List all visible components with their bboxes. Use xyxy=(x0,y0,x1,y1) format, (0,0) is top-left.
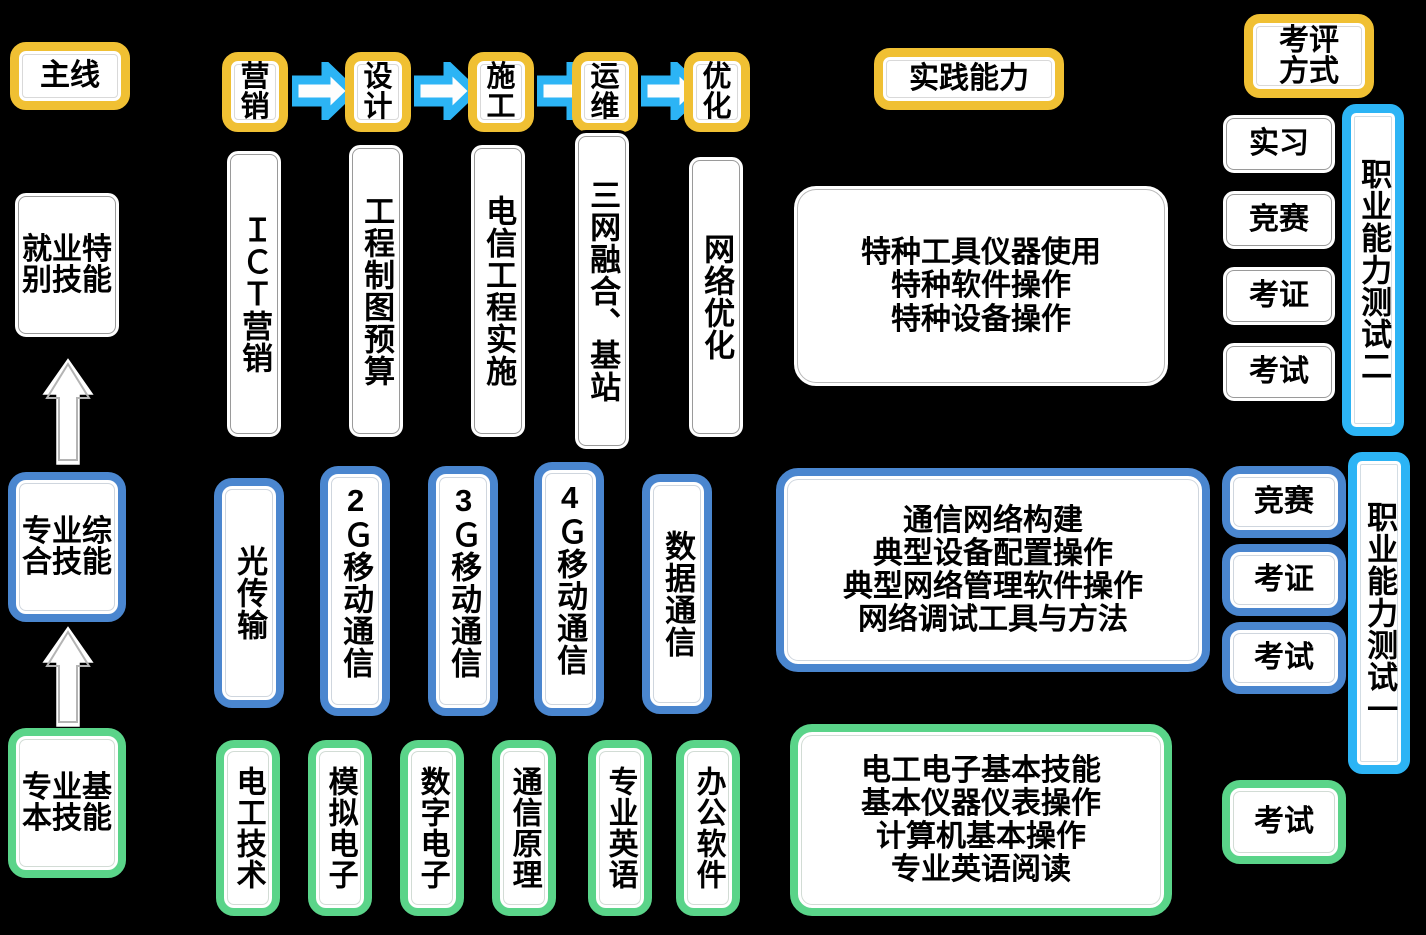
process-step-label: 设计 xyxy=(363,60,393,123)
process-step-label: 施工 xyxy=(486,60,516,123)
course-label: 4Ｇ移动通信 xyxy=(552,480,588,676)
course-box-communication-principles[interactable]: 通信原理 xyxy=(492,740,556,916)
process-step-label: 优化 xyxy=(702,60,732,123)
ability-test-one[interactable]: 职业能力测试一 xyxy=(1348,452,1410,774)
practice-line: 网络调试工具与方法 xyxy=(858,603,1128,637)
practice-header-label: 实践能力 xyxy=(909,62,1029,96)
course-label: 电工技术 xyxy=(231,766,265,890)
course-box-ict-marketing[interactable]: ＩＣＴ营销 xyxy=(224,148,284,440)
assessment-item-label: 竞赛 xyxy=(1249,203,1309,237)
assessment-item-label: 考试 xyxy=(1254,641,1314,675)
practice-line: 特种软件操作 xyxy=(891,269,1071,303)
course-box-data-communication[interactable]: 数据通信 xyxy=(642,474,712,714)
ability-test-label: 职业能力测试一 xyxy=(1362,501,1398,725)
course-label: 模拟电子 xyxy=(323,766,357,890)
course-label: 数字电子 xyxy=(415,766,449,890)
practice-line: 典型设备配置操作 xyxy=(873,536,1113,570)
up-arrow-icon-1 xyxy=(37,353,99,468)
assessment-item-label: 实习 xyxy=(1249,127,1309,161)
course-label: 数据通信 xyxy=(660,530,696,658)
practice-panel-comprehensive-skills[interactable]: 通信网络构建 典型设备配置操作 典型网络管理软件操作 网络调试工具与方法 xyxy=(776,468,1210,672)
level-box-professional-basic-skills[interactable]: 专业基本技能 xyxy=(8,728,126,878)
course-box-4g-mobile-communication[interactable]: 4Ｇ移动通信 xyxy=(534,462,604,716)
course-label: 专业英语 xyxy=(603,766,637,890)
course-label: 三网融合、基站 xyxy=(585,179,621,403)
course-label: 网络优化 xyxy=(699,233,735,361)
assessment-item-label: 竞赛 xyxy=(1254,485,1314,519)
practice-line: 特种工具仪器使用 xyxy=(861,236,1101,270)
course-box-3g-mobile-communication[interactable]: 3Ｇ移动通信 xyxy=(428,466,498,716)
process-step-0[interactable]: 营销 xyxy=(222,52,288,132)
assessment-item-label: 考试 xyxy=(1254,805,1314,839)
course-box-telecom-engineering-implementation[interactable]: 电信工程实施 xyxy=(468,142,528,440)
practice-line: 基本仪器仪表操作 xyxy=(861,786,1101,820)
course-label: 3Ｇ移动通信 xyxy=(446,483,482,679)
process-step-1[interactable]: 设计 xyxy=(345,52,411,132)
assessment-item-label: 考证 xyxy=(1249,279,1309,313)
practice-panel-lines: 通信网络构建 典型设备配置操作 典型网络管理软件操作 网络调试工具与方法 xyxy=(843,503,1143,637)
course-box-optical-transmission[interactable]: 光传输 xyxy=(214,478,284,708)
level-box-professional-comprehensive-skills[interactable]: 专业综合技能 xyxy=(8,472,126,622)
assessment-item-label: 考试 xyxy=(1249,355,1309,389)
course-box-2g-mobile-communication[interactable]: 2Ｇ移动通信 xyxy=(320,466,390,716)
course-box-office-software[interactable]: 办公软件 xyxy=(676,740,740,916)
process-step-label: 运维 xyxy=(590,60,620,123)
course-box-three-network-convergence-base-station[interactable]: 三网融合、基站 xyxy=(572,130,632,452)
course-label: 工程制图预算 xyxy=(359,195,395,387)
practice-line: 计算机基本操作 xyxy=(876,820,1086,853)
up-arrow-icon-2 xyxy=(37,621,99,730)
course-label: 2Ｇ移动通信 xyxy=(338,483,374,679)
course-box-network-optimization[interactable]: 网络优化 xyxy=(686,154,746,440)
assessment-item-certification-1[interactable]: 考证 xyxy=(1220,264,1338,328)
assessment-header: 考评方式 xyxy=(1244,14,1374,98)
right-arrow-icon-1 xyxy=(414,62,476,120)
mainline-header-label: 主线 xyxy=(40,59,100,93)
practice-line: 专业英语阅读 xyxy=(891,853,1071,887)
practice-panel-lines: 特种工具仪器使用 特种软件操作 特种设备操作 xyxy=(861,237,1101,335)
assessment-item-certification-2[interactable]: 考证 xyxy=(1222,544,1346,616)
assessment-item-competition-1[interactable]: 竞赛 xyxy=(1220,188,1338,252)
process-step-label: 营销 xyxy=(240,60,270,123)
practice-panel-special-skills[interactable]: 特种工具仪器使用 特种软件操作 特种设备操作 xyxy=(790,182,1172,390)
course-box-engineering-drawing-budget[interactable]: 工程制图预算 xyxy=(346,142,406,440)
course-label: 光传输 xyxy=(232,545,268,641)
course-label: 电信工程实施 xyxy=(481,195,517,387)
course-label: 办公软件 xyxy=(691,766,725,890)
process-step-4[interactable]: 优化 xyxy=(684,52,750,132)
assessment-item-exam-1[interactable]: 考试 xyxy=(1220,340,1338,404)
course-label: 通信原理 xyxy=(507,766,541,890)
assessment-item-label: 考证 xyxy=(1254,563,1314,597)
practice-line: 典型网络管理软件操作 xyxy=(843,570,1143,603)
assessment-item-exam-2[interactable]: 考试 xyxy=(1222,622,1346,694)
practice-line: 特种设备操作 xyxy=(891,302,1071,336)
assessment-item-internship[interactable]: 实习 xyxy=(1220,112,1338,176)
assessment-item-exam-3[interactable]: 考试 xyxy=(1222,780,1346,864)
process-step-2[interactable]: 施工 xyxy=(468,52,534,132)
course-box-professional-english[interactable]: 专业英语 xyxy=(588,740,652,916)
right-arrow-icon-0 xyxy=(292,62,354,120)
assessment-header-label: 考评方式 xyxy=(1279,23,1339,88)
level-box-employment-special-skills[interactable]: 就业特别技能 xyxy=(12,190,122,340)
level-label: 专业基本技能 xyxy=(22,770,112,835)
level-label: 专业综合技能 xyxy=(22,514,112,579)
assessment-item-competition-2[interactable]: 竞赛 xyxy=(1222,466,1346,538)
process-step-3[interactable]: 运维 xyxy=(572,52,638,132)
level-label: 就业特别技能 xyxy=(22,232,112,297)
mainline-header: 主线 xyxy=(10,42,130,110)
ability-test-label: 职业能力测试二 xyxy=(1356,158,1392,382)
course-label: ＩＣＴ营销 xyxy=(237,214,273,374)
practice-header: 实践能力 xyxy=(874,48,1064,110)
practice-panel-basic-skills[interactable]: 电工电子基本技能 基本仪器仪表操作 计算机基本操作 专业英语阅读 xyxy=(790,724,1172,916)
course-box-digital-electronics[interactable]: 数字电子 xyxy=(400,740,464,916)
practice-line: 通信网络构建 xyxy=(903,503,1083,537)
practice-line: 电工电子基本技能 xyxy=(861,753,1101,787)
practice-panel-lines: 电工电子基本技能 基本仪器仪表操作 计算机基本操作 专业英语阅读 xyxy=(861,753,1101,887)
course-box-electrical-technology[interactable]: 电工技术 xyxy=(216,740,280,916)
ability-test-two[interactable]: 职业能力测试二 xyxy=(1342,104,1404,436)
course-box-analog-electronics[interactable]: 模拟电子 xyxy=(308,740,372,916)
